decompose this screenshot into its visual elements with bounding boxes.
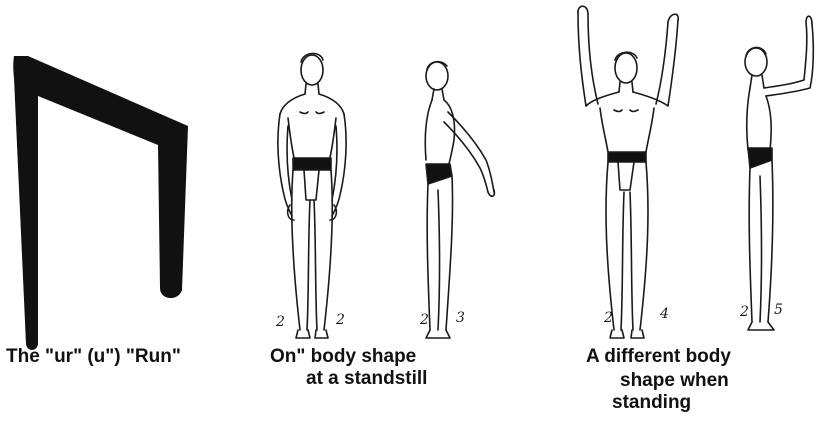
mark-standstill-side-left: 2 — [419, 312, 429, 328]
mark-standing-front-left: 2 — [603, 310, 613, 326]
standing-front-figure — [578, 6, 678, 338]
standstill-caption-line1: On" body shape — [270, 346, 416, 367]
standstill-front-figure — [278, 53, 346, 338]
mark-standstill-front-right: 2 — [335, 312, 345, 328]
standstill-side-figure — [425, 62, 494, 338]
figure-number-marks: 2 2 2 3 2 4 2 5 — [275, 302, 783, 330]
mark-standing-side-left: 2 — [739, 304, 749, 320]
standing-caption-line1: A different body — [586, 346, 731, 367]
standstill-caption-line2: at a standstill — [306, 368, 427, 389]
ur-rune-glyph — [13, 56, 188, 350]
mark-standing-front-right: 4 — [659, 306, 669, 322]
standing-caption-line3: standing — [612, 392, 691, 413]
rune-caption: The "ur" (u") "Run" — [6, 346, 181, 367]
standing-caption-line2: shape when — [620, 370, 729, 391]
standing-side-figure — [745, 16, 813, 330]
mark-standstill-front-left: 2 — [275, 314, 285, 330]
mark-standstill-side-right: 3 — [456, 310, 465, 326]
mark-standing-side-right: 5 — [774, 302, 783, 318]
